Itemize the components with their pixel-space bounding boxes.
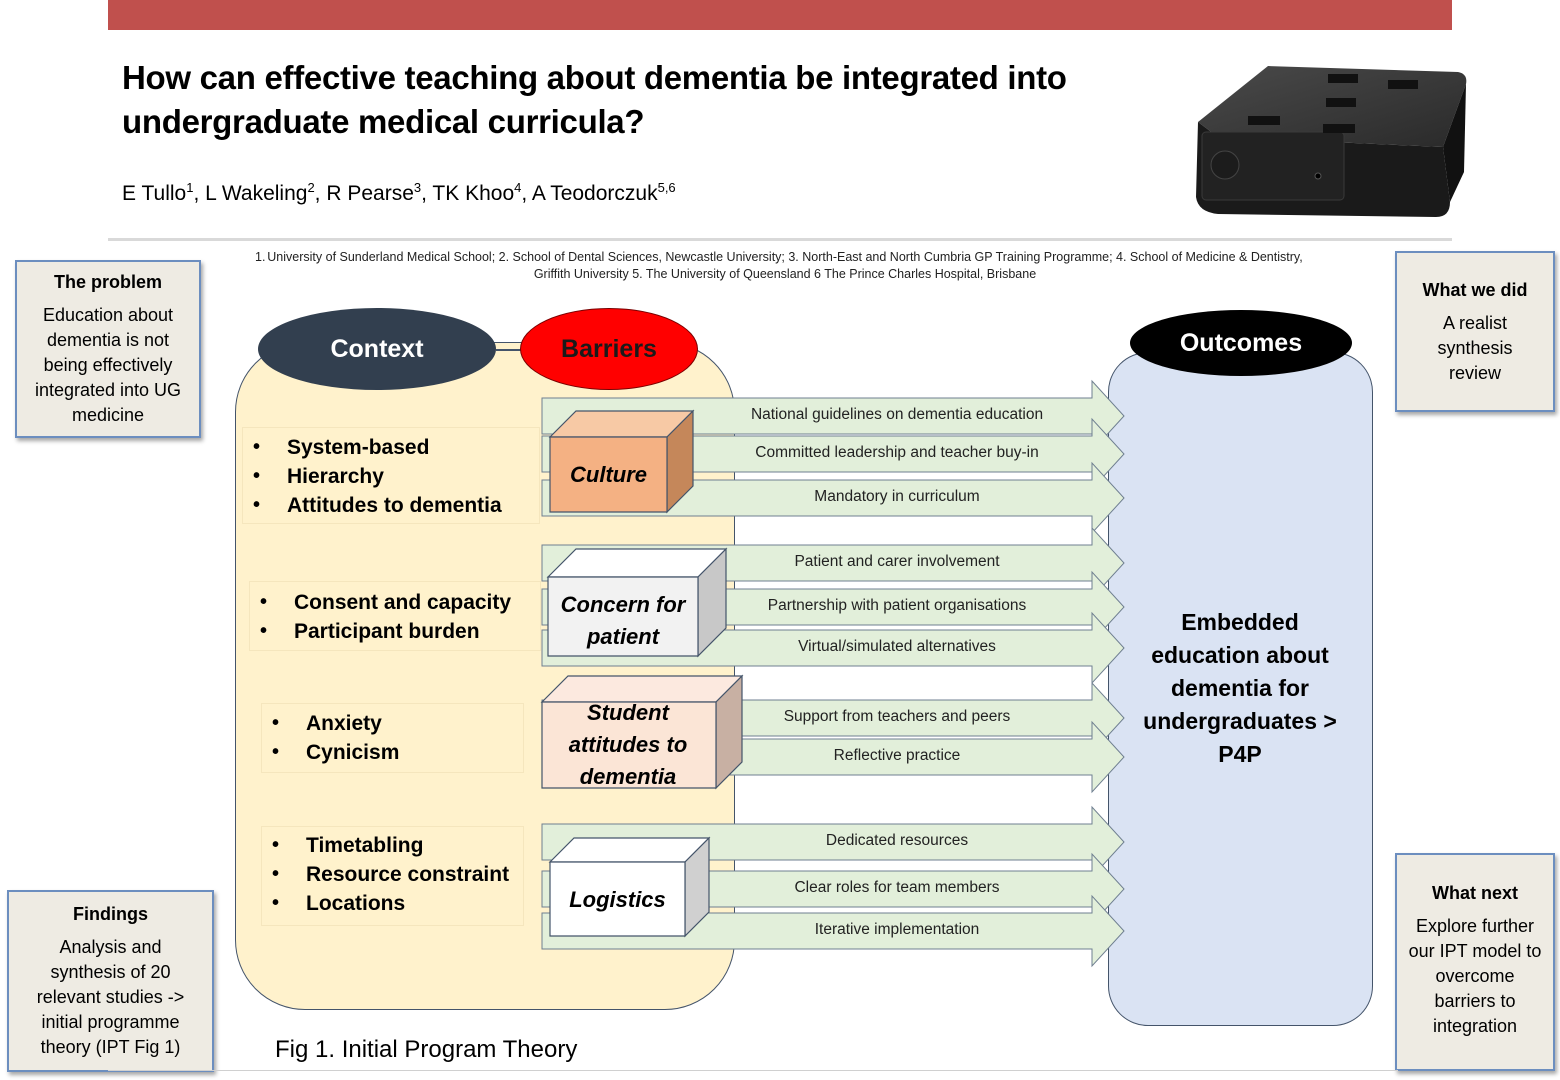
context-item: Timetabling: [262, 831, 523, 860]
author: L Wakeling2: [205, 180, 315, 205]
footer-divider: [108, 1070, 1398, 1071]
mechanism-label: Partnership with patient organisations: [767, 597, 1027, 614]
context-group-concern: Consent and capacityParticipant burden: [249, 581, 541, 651]
context-item: Attitudes to dementia: [243, 491, 539, 520]
what-next-box: What next Explore further our IPT model …: [1395, 853, 1555, 1071]
mechanism-label: Dedicated resources: [825, 832, 969, 849]
context-item: Consent and capacity: [250, 588, 540, 617]
context-item: Cynicism: [262, 738, 523, 767]
mechanism-label: National guidelines on dementia educatio…: [750, 406, 1044, 423]
context-item: Hierarchy: [243, 462, 539, 491]
context-item: Locations: [262, 889, 523, 918]
context-group-logistics: TimetablingResource constraintLocations: [261, 826, 524, 926]
findings-body: Analysis and synthesis of 20 relevant st…: [36, 937, 185, 1057]
mechanism-label: Committed leadership and teacher buy-in: [755, 444, 1039, 461]
what-we-did-box: What we did A realist synthesis review: [1395, 251, 1555, 412]
context-group-culture: System-basedHierarchyAttitudes to dement…: [242, 427, 540, 524]
what-next-body: Explore further our IPT model to overcom…: [1408, 916, 1542, 1036]
author: R Pearse3: [326, 180, 422, 205]
mechanism-label: Mandatory in curriculum: [814, 488, 980, 505]
what-next-heading: What next: [1431, 883, 1518, 903]
mechanism-label: Patient and carer involvement: [794, 553, 1000, 570]
barriers-header: Barriers: [520, 308, 698, 390]
context-barriers-connector: [496, 349, 522, 351]
barrier-culture: Culture: [570, 462, 647, 487]
mechanism-label: Support from teachers and peers: [783, 708, 1011, 725]
outcome-text: Embedded education about dementia for un…: [1143, 609, 1337, 767]
outcomes-header: Outcomes: [1130, 310, 1352, 376]
mechanism-label: Virtual/simulated alternatives: [798, 638, 996, 655]
figure-caption: Fig 1. Initial Program Theory: [275, 1036, 578, 1063]
mechanism-label: Clear roles for team members: [794, 879, 1000, 896]
poster-title: How can effective teaching about dementi…: [122, 59, 1067, 140]
findings-heading: Findings: [73, 904, 148, 924]
barrier-logistics: Logistics: [569, 887, 666, 912]
context-item: Participant burden: [250, 617, 540, 646]
mechanism-label: Reflective practice: [833, 747, 961, 764]
context-item: Resource constraint: [262, 860, 523, 889]
outcome-panel: [1108, 352, 1373, 1026]
affiliation-number: 1.: [255, 250, 266, 264]
context-group-student: AnxietyCynicism: [261, 703, 524, 773]
what-we-did-heading: What we did: [1422, 280, 1528, 300]
author: TK Khoo4: [432, 180, 522, 205]
context-item: System-based: [243, 433, 539, 462]
author-list: E Tullo1, L Wakeling2, R Pearse3, TK Kho…: [122, 180, 676, 205]
header-divider: [108, 238, 1452, 241]
findings-box: Findings Analysis and synthesis of 20 re…: [7, 890, 214, 1072]
problem-box: The problem Education about dementia is …: [15, 260, 201, 438]
barrier-student-attitudes: Student attitudes to dementia: [568, 700, 688, 789]
what-we-did-body: A realist synthesis review: [1437, 313, 1513, 383]
affiliations: 1. University of Sunderland Medical Scho…: [255, 249, 1315, 283]
context-header: Context: [258, 308, 496, 390]
affiliation-text: University of Sunderland Medical School;…: [267, 250, 1303, 281]
problem-heading: The problem: [53, 272, 162, 292]
problem-body: Education about dementia is not being ef…: [34, 305, 182, 425]
camera-device-icon: [1196, 66, 1467, 217]
header-accent-bar: [108, 0, 1452, 30]
context-item: Anxiety: [262, 709, 523, 738]
barrier-concern-for-patient: Concern for patient: [560, 592, 686, 649]
mechanism-label: Iterative implementation: [814, 921, 980, 938]
author: A Teodorczuk5,6: [531, 180, 676, 205]
author: E Tullo1: [122, 180, 194, 205]
